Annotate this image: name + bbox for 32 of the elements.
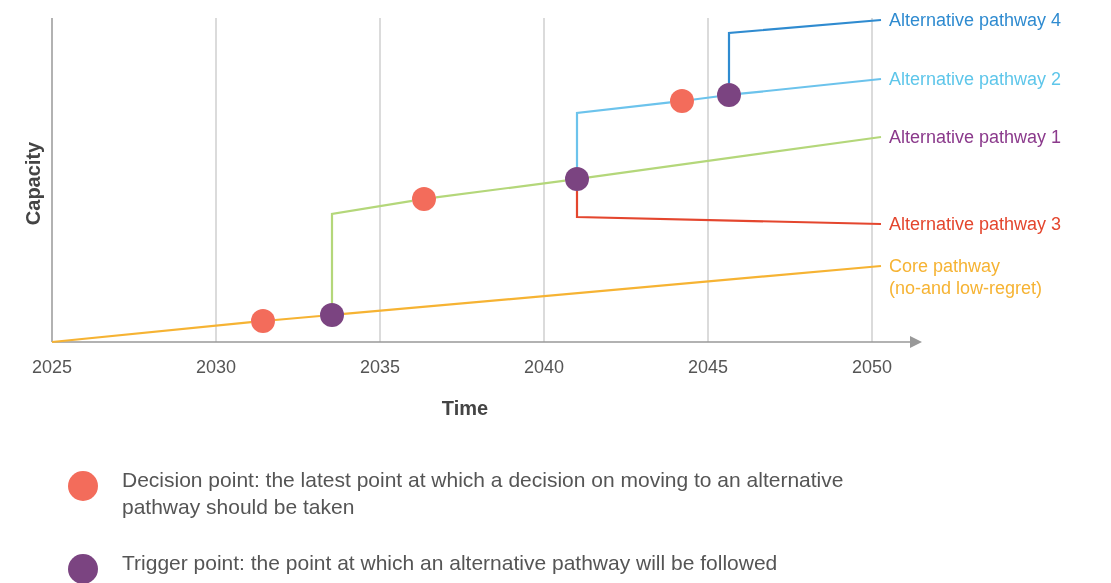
pathway-line: [435, 179, 566, 199]
pathway-line: [727, 18, 882, 83]
pathway-label: Alternative pathway 1: [889, 126, 1062, 148]
pathway-line: [588, 135, 882, 179]
decision-point-marker: [251, 309, 275, 333]
tick-label: 2045: [686, 357, 729, 378]
pathway-line: [693, 95, 718, 101]
pathway-label: Alternative pathway 2: [889, 68, 1062, 90]
tick-label: 2040: [522, 357, 565, 378]
tick-label: 2030: [194, 357, 237, 378]
decision-point-marker: [412, 187, 436, 211]
pathway-label: Alternative pathway 4: [889, 9, 1062, 31]
tick-label: 2025: [30, 357, 73, 378]
pathway-line: [575, 101, 671, 167]
pathway-line: [343, 264, 882, 315]
trigger-point-marker: [565, 167, 589, 191]
axis-title: Time: [440, 397, 490, 420]
decision-point-marker: [670, 89, 694, 113]
legend-text: Decision point: the latest point at which a decision on moving to an alternative pathway should be taken: [122, 467, 845, 520]
pathway-label: Core pathway (no-and low-regret): [889, 255, 1049, 299]
pathway-line: [575, 191, 882, 226]
pathway-label: Alternative pathway 3: [889, 213, 1062, 235]
pathway-line: [274, 314, 321, 322]
legend-text: Trigger point: the point at which an alternative pathway will be followed: [122, 550, 779, 576]
tick-label: 2035: [358, 357, 401, 378]
pathway-line: [330, 199, 413, 303]
tick-label: 2050: [850, 357, 893, 378]
trigger-point-marker: [320, 303, 344, 327]
trigger-point-marker: [717, 83, 741, 107]
pathway-line: [740, 77, 882, 95]
pathway-line: [51, 321, 252, 344]
axis-title: Capacity: [21, 140, 45, 228]
